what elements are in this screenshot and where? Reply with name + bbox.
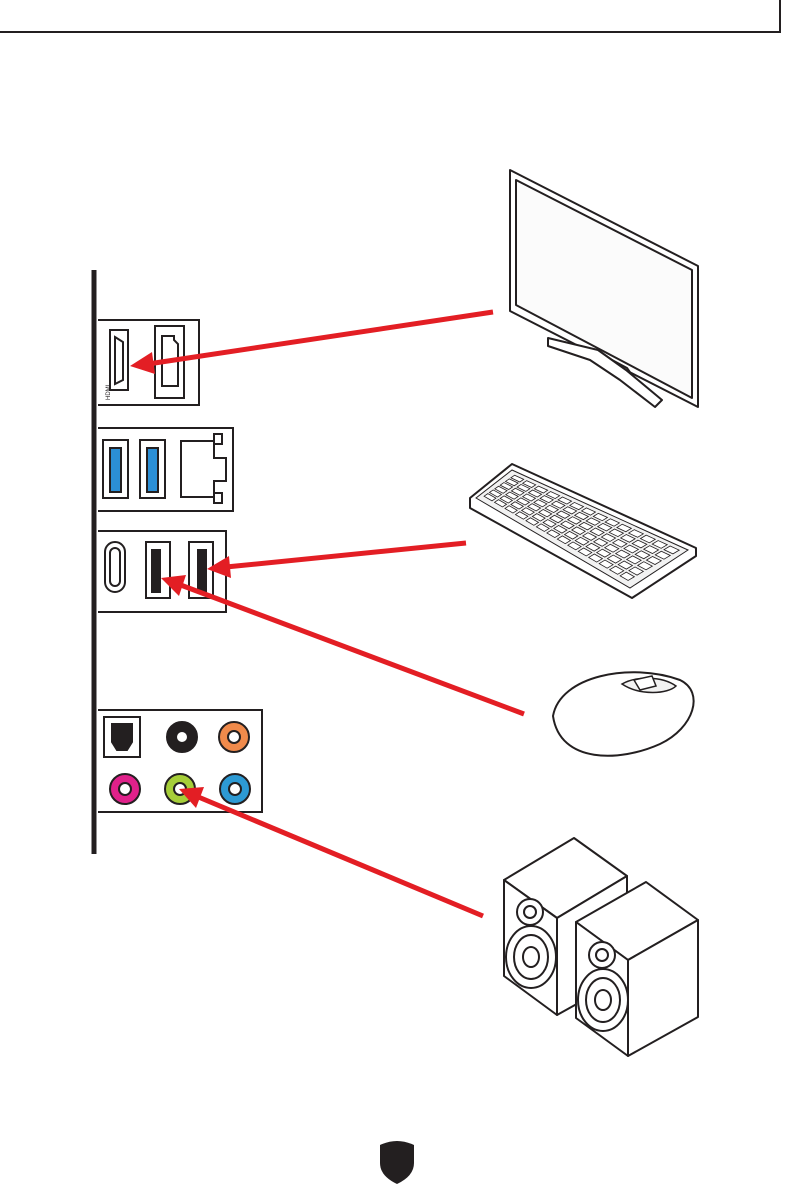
lan-led-top (214, 434, 222, 444)
usb3-port-left-tongue (110, 448, 121, 492)
speakers-icon (504, 838, 698, 1056)
speaker-left-woofer-cap (523, 947, 539, 967)
arrow-mouse-to-usb (161, 575, 524, 714)
shield-icon (380, 1141, 414, 1184)
usb-a-port-right-tongue (198, 550, 206, 592)
hdmi-port[interactable] (110, 330, 128, 390)
keyboard-icon (470, 464, 696, 598)
arrow-speakers-to-line-out (179, 787, 483, 916)
arrow-keyboard-to-usb (207, 543, 466, 578)
usb-lan-ports (98, 428, 233, 511)
audio-jack-black-hole (176, 731, 188, 743)
usb-c-port[interactable] (105, 542, 125, 592)
speaker-right-tweeter-inner (596, 949, 608, 961)
speaker-left-tweeter-inner (524, 906, 536, 918)
lan-led-bottom (214, 493, 222, 503)
mouse-icon (553, 672, 694, 755)
optical-out-inner (112, 724, 132, 750)
usb-c-port-inner (110, 548, 120, 586)
usb-c-usb-a-ports (98, 531, 226, 612)
audio-ports (98, 710, 262, 812)
audio-jack-orange-hole (228, 731, 240, 743)
monitor-icon (510, 170, 698, 407)
corner-line (0, 0, 780, 32)
connection-arrows (130, 312, 524, 916)
speaker-right-woofer-cap (595, 990, 611, 1010)
usb3-port-right-tongue (147, 448, 158, 492)
lan-port[interactable] (181, 441, 226, 497)
audio-jack-blue-hole (229, 783, 241, 795)
audio-jack-pink-hole (119, 783, 131, 795)
usb-a-port-left-tongue (152, 550, 160, 592)
hdmi-label: HDMI (106, 384, 112, 400)
